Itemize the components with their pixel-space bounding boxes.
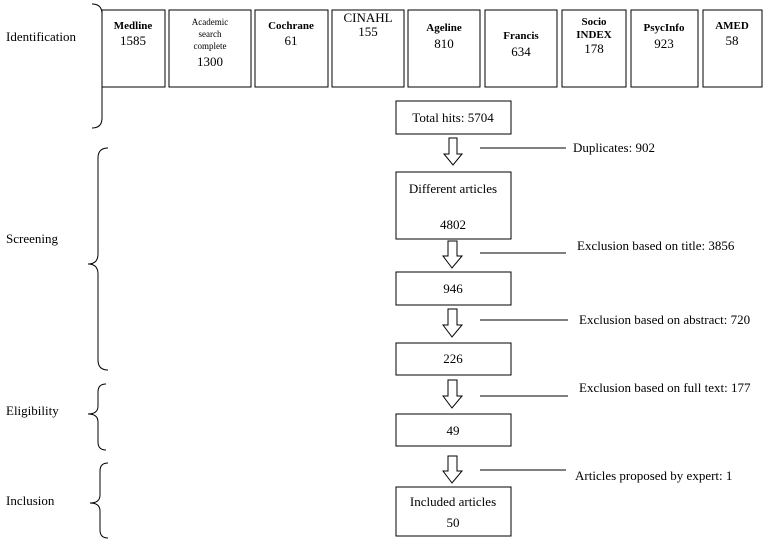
brace-inclusion (89, 462, 109, 539)
included-articles-box: Included articles 50 (395, 486, 512, 537)
database-count: 155 (358, 24, 378, 39)
database-name-line: Academic (192, 17, 228, 27)
down-arrow (442, 455, 464, 484)
database-name-line: INDEX (576, 29, 612, 41)
included-articles-count: 50 (447, 515, 460, 530)
database-box-francis: Francis 634 (484, 9, 558, 88)
database-box-cochrane: Cochrane 61 (254, 9, 329, 88)
after-fulltext-count: 49 (447, 423, 460, 438)
database-name-line: complete (194, 41, 227, 51)
brace-screening (87, 147, 109, 371)
database-box-medline: Medline 1585 (101, 9, 166, 88)
database-count: 1300 (197, 54, 223, 69)
total-hits-text: Total hits: 5704 (412, 110, 494, 125)
database-name-line: Socio (581, 16, 607, 28)
down-arrow (442, 308, 464, 338)
exclusion-fulltext-note: Exclusion based on full text: 177 (579, 380, 751, 395)
stage-screening-label: Screening (6, 231, 58, 246)
after-abstract-count: 226 (443, 351, 463, 366)
database-box-socio-index: Socio INDEX 178 (561, 9, 627, 88)
database-name: Medline (114, 20, 153, 32)
database-box-amed: AMED 58 (702, 9, 763, 88)
database-count: 634 (511, 44, 531, 59)
database-count: 178 (584, 41, 604, 56)
database-box-academic-search-complete: Academic search complete 1300 (168, 9, 252, 88)
database-box-ageline: Ageline 810 (407, 9, 481, 88)
database-count: 58 (726, 33, 739, 48)
database-box-psycinfo: PsycInfo 923 (630, 9, 699, 88)
database-name: Francis (503, 30, 539, 42)
database-name: CINAHL (343, 10, 392, 25)
different-articles-label: Different articles (409, 181, 497, 196)
exclusion-abstract-note: Exclusion based on abstract: 720 (579, 312, 750, 327)
different-articles-box: Different articles 4802 (395, 171, 512, 240)
database-name: Ageline (426, 22, 462, 34)
after-fulltext-box: 49 (395, 413, 512, 447)
stage-eligibility-label: Eligibility (6, 403, 59, 418)
brace-eligibility (87, 383, 107, 451)
stage-inclusion-label: Inclusion (6, 493, 55, 508)
database-count: 1585 (120, 33, 146, 48)
expert-note: Articles proposed by expert: 1 (575, 468, 732, 483)
database-count: 61 (285, 33, 298, 48)
after-abstract-box: 226 (395, 342, 512, 376)
after-title-box: 946 (395, 271, 512, 306)
total-hits-box: Total hits: 5704 (395, 100, 512, 135)
duplicates-note: Duplicates: 902 (573, 140, 655, 155)
included-articles-label: Included articles (410, 494, 496, 509)
database-name: AMED (715, 20, 749, 32)
database-name: Cochrane (268, 20, 314, 32)
down-arrow (442, 240, 464, 269)
after-title-count: 946 (443, 281, 463, 296)
database-name-line: search (199, 29, 222, 39)
down-arrow (442, 379, 464, 409)
database-box-cinahl: CINAHL 155 (331, 9, 405, 88)
database-count: 923 (654, 36, 674, 51)
database-count: 810 (434, 36, 454, 51)
down-arrow (442, 137, 464, 166)
different-articles-count: 4802 (440, 217, 466, 232)
stage-identification-label: Identification (6, 29, 77, 44)
exclusion-title-note: Exclusion based on title: 3856 (577, 238, 735, 253)
database-name: PsycInfo (644, 22, 685, 34)
